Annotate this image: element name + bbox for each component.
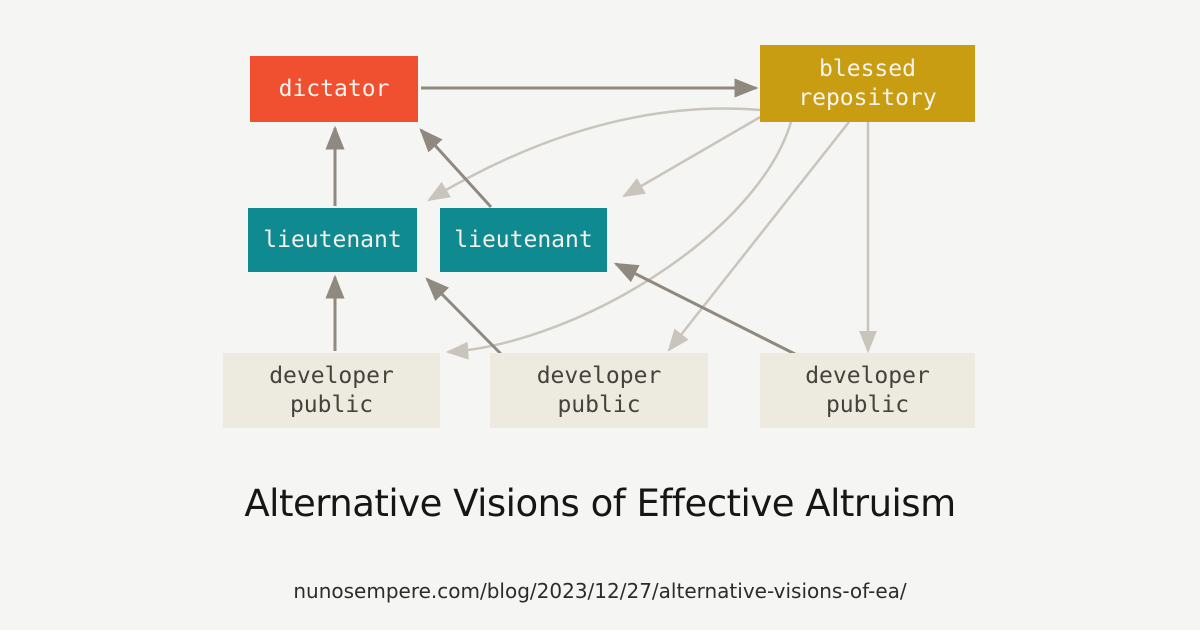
node-blessed-repository: blessed repository <box>760 45 975 122</box>
page-title: Alternative Visions of Effective Altruis… <box>244 482 956 525</box>
page-url: nunosempere.com/blog/2023/12/27/alternat… <box>293 579 907 603</box>
node-blessed-repository-label-line1: blessed <box>819 55 916 82</box>
diagram-edges <box>325 78 877 360</box>
node-developer-public-2-label-line2: public <box>557 391 641 418</box>
node-lieutenant-1-label: lieutenant <box>263 226 402 253</box>
node-blessed-repository-label-line2: repository <box>798 84 937 111</box>
node-developer-public-2-label-line1: developer <box>536 362 662 389</box>
edge-lieutenant-2-to-dictator <box>419 128 493 209</box>
edge-blessed-to-lieutenant-1 <box>427 107 762 202</box>
edge-blessed-to-developer-2 <box>667 121 850 352</box>
node-lieutenant-2: lieutenant <box>440 208 607 272</box>
edge-blessed-to-developer-1 <box>445 121 793 360</box>
node-developer-public-2: developer public <box>490 353 708 428</box>
node-developer-public-1-label-line1: developer <box>269 362 394 389</box>
edge-blessed-to-lieutenant-2 <box>622 114 763 198</box>
node-lieutenant-2-label: lieutenant <box>454 226 593 253</box>
node-developer-public-1: developer public <box>223 353 440 428</box>
node-developer-public-3-label-line1: developer <box>805 362 930 389</box>
node-dictator-label: dictator <box>278 75 390 102</box>
node-dictator: dictator <box>250 56 418 122</box>
node-developer-public-1-label-line2: public <box>289 391 374 418</box>
node-developer-public-3: developer public <box>760 353 975 428</box>
edge-developer-2-to-lieutenant-1 <box>425 277 503 356</box>
edge-developer-3-to-lieutenant-2 <box>613 262 796 356</box>
workflow-diagram: dictator blessed repository lieutenant l… <box>223 45 975 428</box>
node-developer-public-3-label-line2: public <box>825 391 910 418</box>
node-lieutenant-1: lieutenant <box>248 208 417 272</box>
